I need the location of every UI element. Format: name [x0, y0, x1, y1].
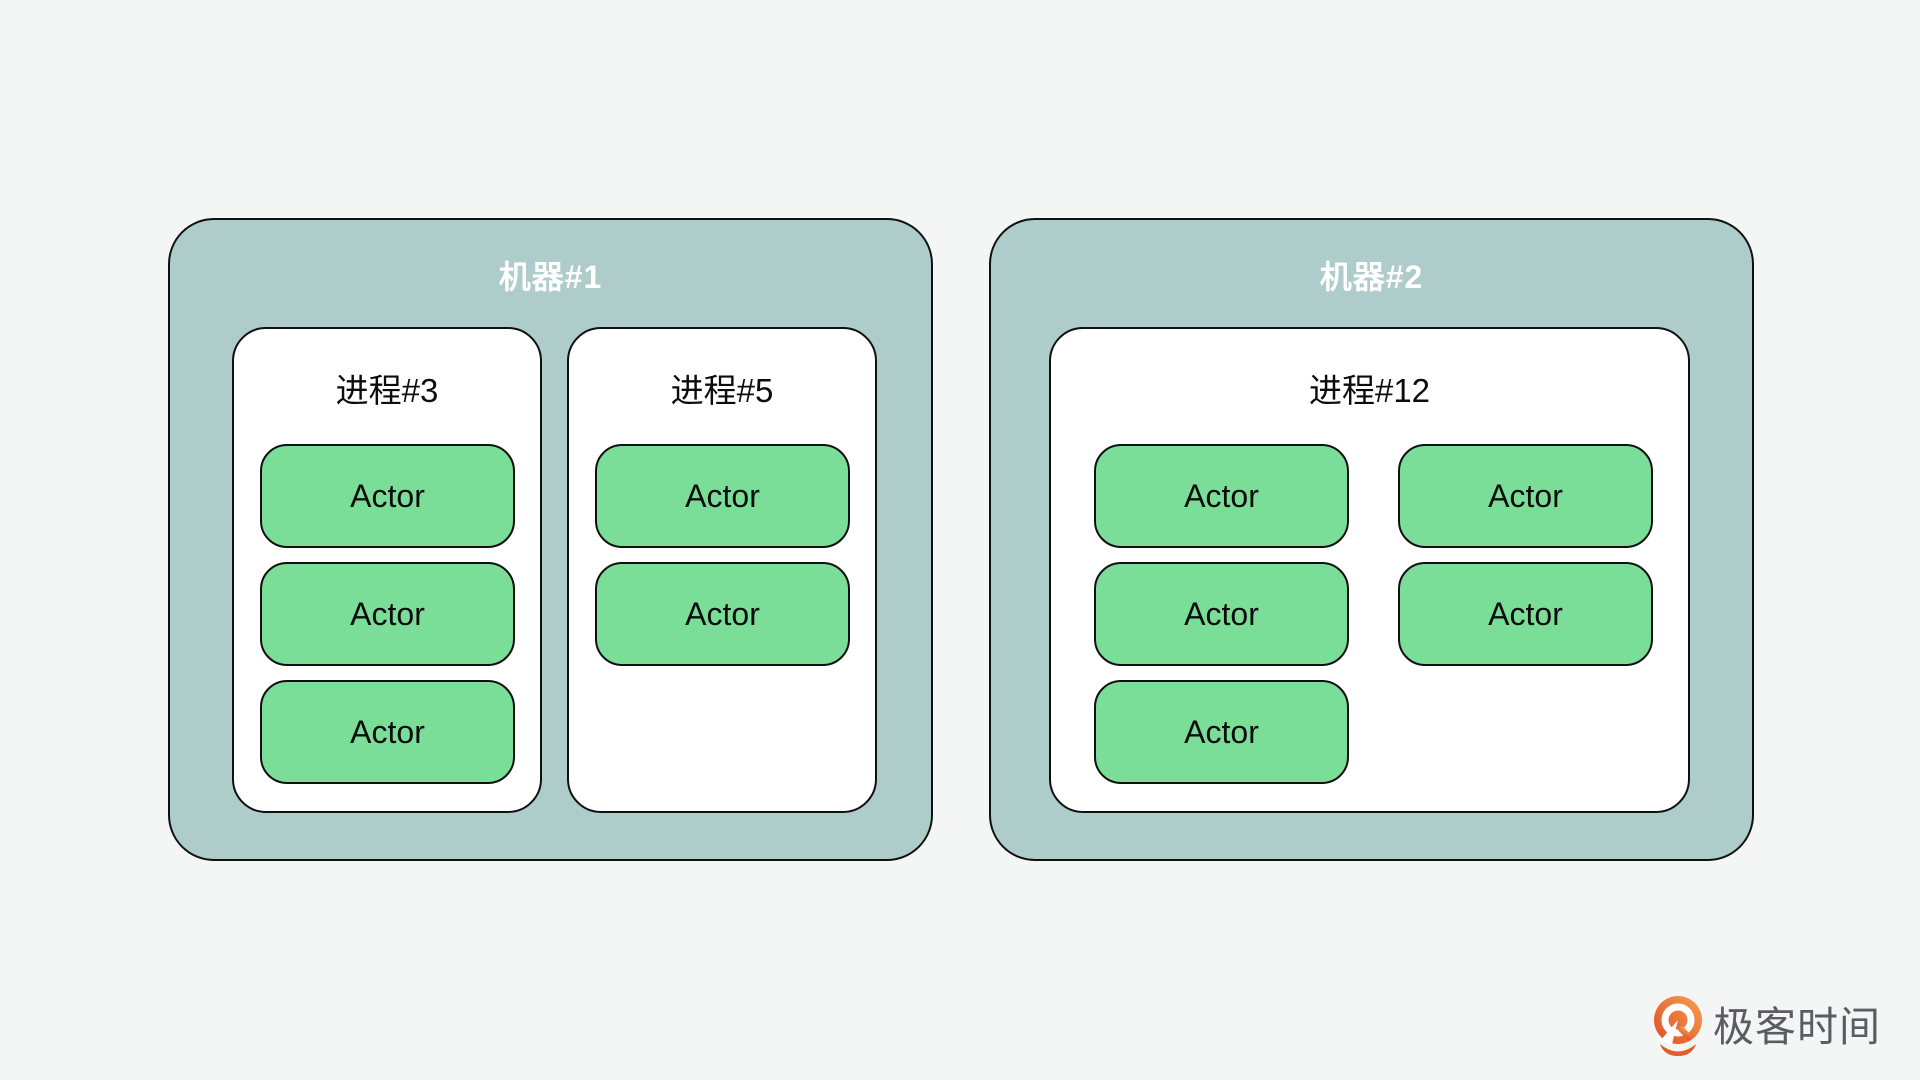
actor-box: Actor — [1094, 444, 1349, 548]
actor-box: Actor — [260, 444, 515, 548]
actor-box: Actor — [260, 562, 515, 666]
actor-box: Actor — [1094, 562, 1349, 666]
actor-box: Actor — [1094, 680, 1349, 784]
process-3-title: 进程#3 — [335, 372, 439, 409]
machine-2-box: 机器#2 进程#12 Actor Actor Actor Actor Actor — [989, 218, 1754, 861]
actor-box: Actor — [595, 444, 850, 548]
process-5-title: 进程#5 — [670, 372, 774, 409]
actor-box: Actor — [595, 562, 850, 666]
process-12-right-column: Actor Actor — [1398, 444, 1653, 784]
actor-box: Actor — [1398, 444, 1653, 548]
machine-1-box: 机器#1 进程#3 Actor Actor Actor 进程#5 Actor A… — [168, 218, 933, 861]
process-5-box: 进程#5 Actor Actor — [567, 327, 877, 813]
process-12-box: 进程#12 Actor Actor Actor Actor Actor — [1049, 327, 1690, 813]
process-5-actor-stack: Actor Actor — [595, 444, 850, 666]
process-3-actor-stack: Actor Actor Actor — [260, 444, 515, 784]
machine-2-title: 机器#2 — [1319, 259, 1424, 295]
geektime-logo-icon — [1652, 995, 1704, 1059]
machine-1-title: 机器#1 — [498, 259, 603, 295]
process-3-box: 进程#3 Actor Actor Actor — [232, 327, 542, 813]
actor-box: Actor — [1398, 562, 1653, 666]
process-12-left-column: Actor Actor Actor — [1094, 444, 1349, 784]
process-12-actor-columns: Actor Actor Actor Actor Actor — [1094, 444, 1653, 784]
process-12-title: 进程#12 — [1308, 372, 1431, 409]
geektime-logo-text: 极客时间 — [1713, 1003, 1881, 1050]
geektime-logo: 极客时间 — [1652, 995, 1881, 1059]
actor-box: Actor — [260, 680, 515, 784]
